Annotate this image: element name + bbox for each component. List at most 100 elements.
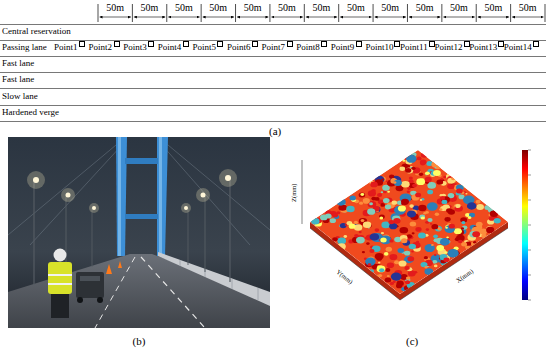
texture-spot bbox=[431, 244, 434, 246]
texture-spot bbox=[458, 240, 463, 244]
point-label: Point14 bbox=[504, 42, 532, 52]
texture-spot bbox=[417, 157, 422, 161]
texture-spot bbox=[411, 250, 414, 252]
texture-spot bbox=[368, 263, 371, 266]
panel-letter: (b) bbox=[133, 335, 146, 348]
colour-bar bbox=[522, 150, 528, 300]
texture-spot bbox=[440, 238, 450, 246]
device-wheel bbox=[77, 297, 83, 303]
texture-spot bbox=[476, 222, 483, 227]
texture-spot bbox=[360, 193, 364, 196]
texture-spot bbox=[455, 204, 460, 208]
texture-spot bbox=[387, 262, 394, 268]
texture-spot bbox=[379, 268, 384, 272]
point-marker bbox=[148, 41, 154, 47]
texture-spot bbox=[462, 226, 467, 230]
texture-spot bbox=[449, 224, 455, 229]
texture-spot bbox=[438, 228, 441, 231]
texture-spot bbox=[486, 227, 494, 233]
point-label: Point13 bbox=[469, 42, 497, 52]
texture-spot bbox=[363, 198, 370, 204]
texture-spot bbox=[409, 244, 416, 250]
texture-spot bbox=[445, 227, 448, 229]
dimension-label: 50m bbox=[209, 2, 227, 14]
texture-spot bbox=[389, 239, 393, 242]
texture-spot bbox=[383, 198, 390, 203]
texture-spot bbox=[425, 266, 428, 268]
lamp bbox=[184, 206, 188, 210]
texture-spot bbox=[425, 268, 434, 275]
texture-spot bbox=[420, 215, 426, 219]
texture-spot bbox=[445, 217, 451, 222]
road-deck bbox=[8, 254, 270, 328]
texture-spot bbox=[393, 181, 396, 183]
dimension-arrow bbox=[306, 17, 337, 18]
texture-spot bbox=[425, 171, 430, 175]
texture-spot bbox=[381, 191, 383, 193]
point-marker bbox=[429, 41, 435, 47]
texture-spot bbox=[473, 241, 476, 244]
texture-spot bbox=[336, 198, 346, 206]
texture-spot bbox=[381, 232, 384, 234]
texture-spot bbox=[344, 235, 348, 238]
texture-spot bbox=[479, 228, 487, 234]
panel-letter: (a) bbox=[269, 125, 281, 138]
texture-spot bbox=[411, 167, 415, 170]
texture-spot bbox=[418, 205, 426, 211]
axis-label: Z(mm) bbox=[290, 183, 297, 201]
texture-spot bbox=[398, 248, 405, 253]
point-label: Point9 bbox=[331, 42, 355, 52]
texture-spot bbox=[409, 176, 413, 179]
dimension-label: 50m bbox=[175, 2, 193, 14]
texture-spot bbox=[376, 257, 382, 261]
texture-spot bbox=[404, 251, 410, 256]
point-label: Point1 bbox=[54, 42, 78, 52]
texture-spot bbox=[425, 177, 432, 182]
texture-spot bbox=[461, 242, 467, 246]
point-marker bbox=[183, 41, 189, 47]
texture-spot bbox=[440, 196, 445, 200]
texture-spot bbox=[401, 181, 410, 188]
texture-spot bbox=[421, 216, 425, 219]
dimension-arrow bbox=[203, 17, 234, 18]
point-marker bbox=[356, 41, 362, 47]
panel-letter: (c) bbox=[406, 335, 418, 348]
axis-label: X(mm) bbox=[454, 267, 474, 284]
cable bbox=[162, 140, 270, 230]
texture-spot bbox=[367, 209, 375, 215]
texture-spot bbox=[377, 266, 386, 273]
texture-spot bbox=[481, 234, 486, 238]
axis-label: Y(mm) bbox=[334, 267, 354, 285]
dimension-label: 50m bbox=[484, 2, 502, 14]
dimension-tick bbox=[407, 4, 408, 22]
texture-spot bbox=[405, 280, 410, 284]
worker-legs bbox=[51, 292, 69, 318]
texture-spot bbox=[391, 258, 393, 260]
night-sky bbox=[8, 137, 270, 328]
guard-rail bbox=[158, 252, 270, 306]
safety-vest bbox=[48, 262, 72, 294]
texture-spot bbox=[454, 228, 462, 234]
texture-spot bbox=[362, 251, 365, 253]
point-marker bbox=[114, 41, 120, 47]
dimension-label: 50m bbox=[278, 2, 296, 14]
lamp-pole bbox=[33, 180, 34, 285]
traffic-cone bbox=[106, 264, 112, 274]
texture-spot bbox=[426, 228, 429, 231]
lamp-pole bbox=[92, 208, 93, 267]
point-label: Point8 bbox=[296, 42, 320, 52]
tower-highlight bbox=[118, 137, 121, 256]
dimension-tick bbox=[304, 4, 305, 22]
texture-spot bbox=[421, 152, 428, 157]
dimension-label: 50m bbox=[519, 2, 537, 14]
lane-line bbox=[0, 24, 546, 25]
texture-spot bbox=[408, 179, 413, 183]
texture-spot bbox=[461, 227, 464, 229]
dimension-arrow bbox=[443, 17, 474, 18]
dimension-tick bbox=[269, 4, 270, 22]
texture-spot bbox=[369, 202, 373, 205]
texture-spot bbox=[400, 227, 409, 234]
dimension-label: 50m bbox=[313, 2, 331, 14]
texture-spot bbox=[476, 200, 481, 204]
texture-spot bbox=[401, 199, 409, 205]
